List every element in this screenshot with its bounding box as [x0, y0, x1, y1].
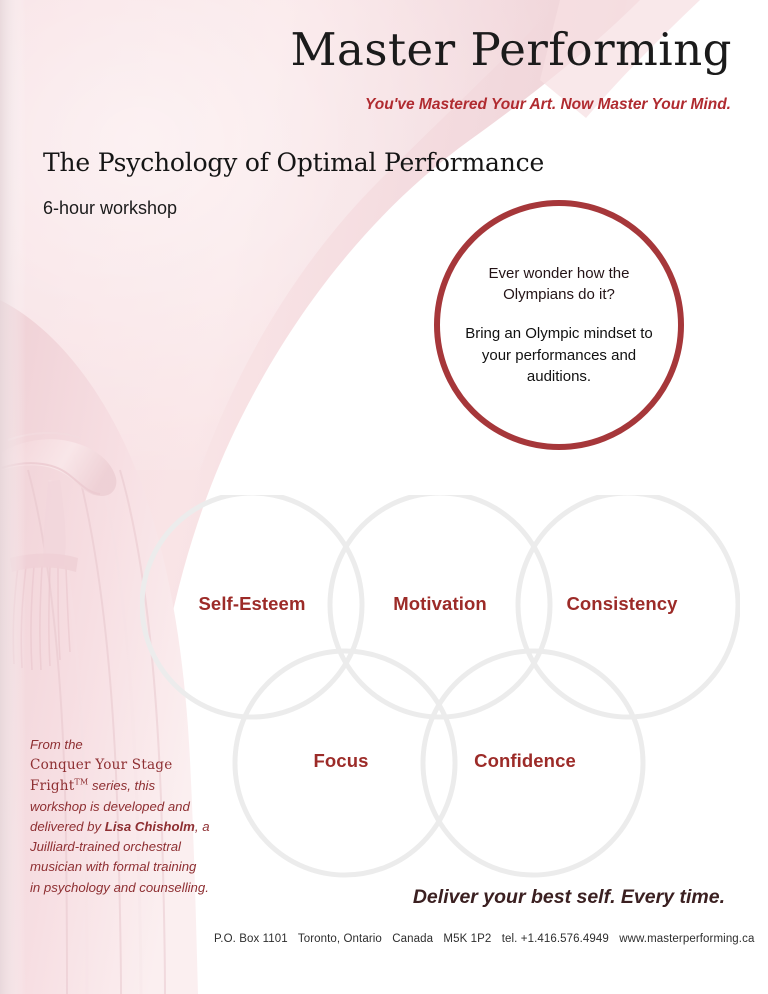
- page-title: Master Performing: [290, 23, 732, 76]
- ring-label-consistency: Consistency: [566, 593, 678, 614]
- footer-postal: M5K 1P2: [443, 933, 492, 945]
- brand-tagline: You've Mastered Your Art. Now Master You…: [365, 96, 731, 113]
- blurb-body-b: , a Juilliard-trained orchestral musicia…: [30, 818, 210, 895]
- blurb-lead: From the: [30, 737, 83, 752]
- presenter-blurb: From the Conquer Your Stage FrightTM ser…: [30, 735, 210, 898]
- olympian-callout-circle: Ever wonder how the Olympians do it? Bri…: [434, 200, 684, 450]
- callout-question: Ever wonder how the Olympians do it?: [488, 264, 630, 304]
- ring-motivation: [327, 495, 553, 720]
- footer-country: Canada: [392, 933, 434, 945]
- blurb-body-a: this workshop is developed and delivered…: [30, 777, 190, 834]
- olympic-rings-diagram: [140, 495, 740, 878]
- footer-po-box: P.O. Box 1101: [214, 933, 288, 945]
- footer-city: Toronto, Ontario: [297, 933, 382, 945]
- ring-confidence: [420, 648, 646, 878]
- workshop-duration: 6-hour workshop: [43, 198, 178, 218]
- presenter-name: Lisa Chisholm: [104, 818, 195, 834]
- ring-self-esteem: [140, 495, 365, 720]
- ring-focus: [232, 648, 458, 878]
- callout-statement: Bring an Olympic mindset to your perform…: [465, 325, 653, 385]
- ring-label-focus: Focus: [313, 750, 369, 771]
- footer-tel[interactable]: tel. +1.416.576.4949: [501, 933, 609, 945]
- bottom-tagline: Deliver your best self. Every time.: [412, 886, 725, 908]
- footer-website[interactable]: www.masterperforming.ca: [619, 933, 755, 945]
- series-name: Conquer Your Stage FrightTM: [30, 757, 173, 794]
- footer-contact: P.O. Box 1101 Toronto, Ontario Canada M5…: [214, 933, 754, 945]
- trademark-symbol: TM: [74, 777, 89, 787]
- series-word: series,: [92, 777, 131, 793]
- workshop-heading: The Psychology of Optimal Performance: [43, 148, 545, 177]
- ring-label-confidence: Confidence: [474, 750, 576, 771]
- ring-label-self-esteem: Self-Esteem: [198, 593, 306, 614]
- ring-label-motivation: Motivation: [393, 593, 487, 614]
- ring-consistency: [515, 495, 740, 720]
